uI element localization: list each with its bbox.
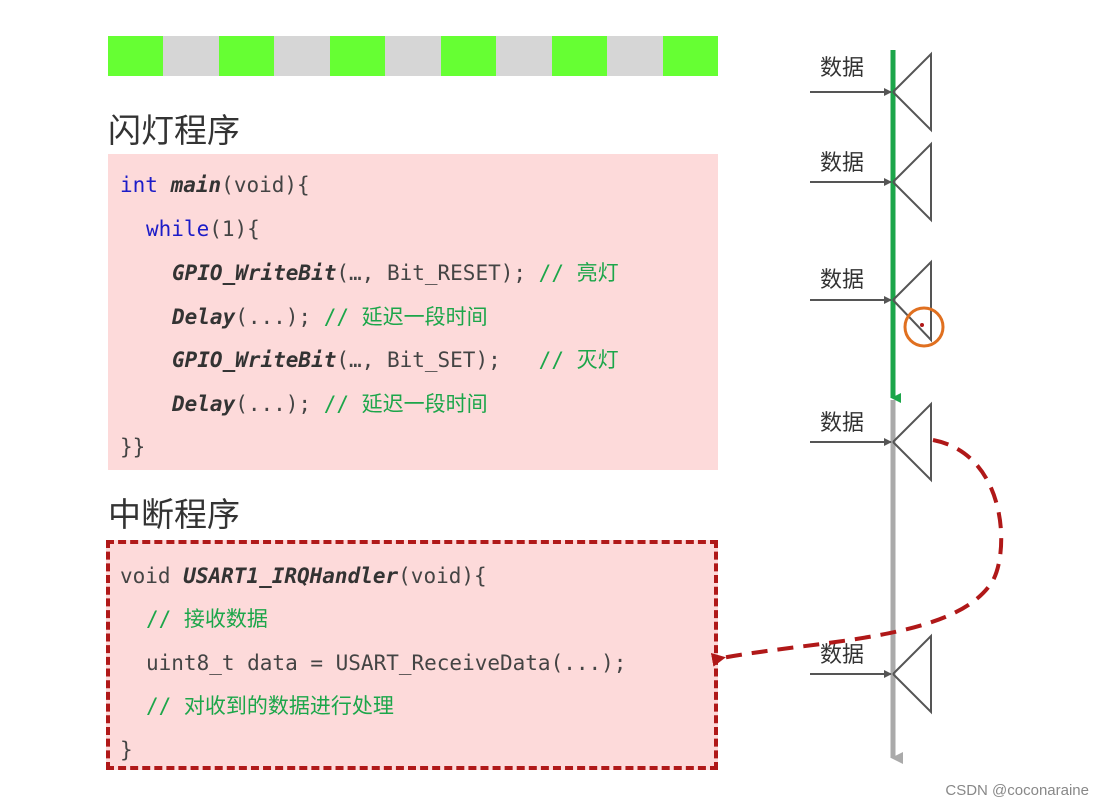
data-label: 数据 bbox=[820, 56, 864, 81]
data-event-3: 数据 bbox=[810, 259, 945, 348]
isr-code-block: void USART1_IRQHandler(void){ // 接收数据 ui… bbox=[106, 540, 718, 770]
blink-strip bbox=[108, 36, 718, 76]
strip-segment bbox=[440, 36, 497, 76]
code-line: GPIO_WriteBit(…, Bit_RESET); // 亮灯 bbox=[172, 261, 619, 285]
code-line: int main(void){ bbox=[120, 173, 310, 197]
code-line: void USART1_IRQHandler(void){ bbox=[120, 564, 487, 588]
code-line: } bbox=[120, 738, 133, 762]
main-code-block: int main(void){ while(1){ GPIO_WriteBit(… bbox=[108, 154, 718, 470]
data-label: 数据 bbox=[820, 643, 864, 668]
code-line: Delay(...); // 延迟一段时间 bbox=[172, 305, 488, 329]
strip-segment bbox=[163, 36, 219, 76]
strip-segment bbox=[385, 36, 441, 76]
strip-segment bbox=[662, 36, 718, 76]
interrupt-dashed-arrow bbox=[710, 438, 1004, 667]
data-label: 数据 bbox=[820, 151, 864, 176]
code-line: uint8_t data = USART_ReceiveData(...); bbox=[146, 651, 627, 675]
data-label: 数据 bbox=[820, 411, 864, 436]
strip-segment bbox=[274, 36, 330, 76]
code-line: GPIO_WriteBit(…, Bit_SET); // 灭灯 bbox=[172, 348, 619, 372]
strip-segment bbox=[496, 36, 552, 76]
highlight-circle bbox=[903, 306, 945, 348]
data-label: 数据 bbox=[820, 268, 864, 293]
main-program-heading: 闪灯程序 bbox=[108, 111, 240, 150]
data-event-2: 数据 bbox=[810, 141, 932, 223]
strip-segment bbox=[551, 36, 608, 76]
data-event-1: 数据 bbox=[810, 51, 932, 133]
code-line: }} bbox=[120, 435, 146, 459]
strip-segment bbox=[108, 36, 164, 76]
strip-segment bbox=[607, 36, 663, 76]
watermark: CSDN @coconaraine bbox=[945, 782, 1089, 799]
code-line: while(1){ bbox=[146, 217, 260, 241]
data-event-5: 数据 bbox=[810, 633, 932, 715]
code-line: // 接收数据 bbox=[146, 607, 268, 631]
strip-segment bbox=[329, 36, 386, 76]
data-event-4: 数据 bbox=[810, 401, 932, 483]
strip-segment bbox=[218, 36, 275, 76]
code-line: Delay(...); // 延迟一段时间 bbox=[172, 392, 488, 416]
isr-program-heading: 中断程序 bbox=[108, 495, 240, 534]
code-line: // 对收到的数据进行处理 bbox=[146, 694, 394, 718]
